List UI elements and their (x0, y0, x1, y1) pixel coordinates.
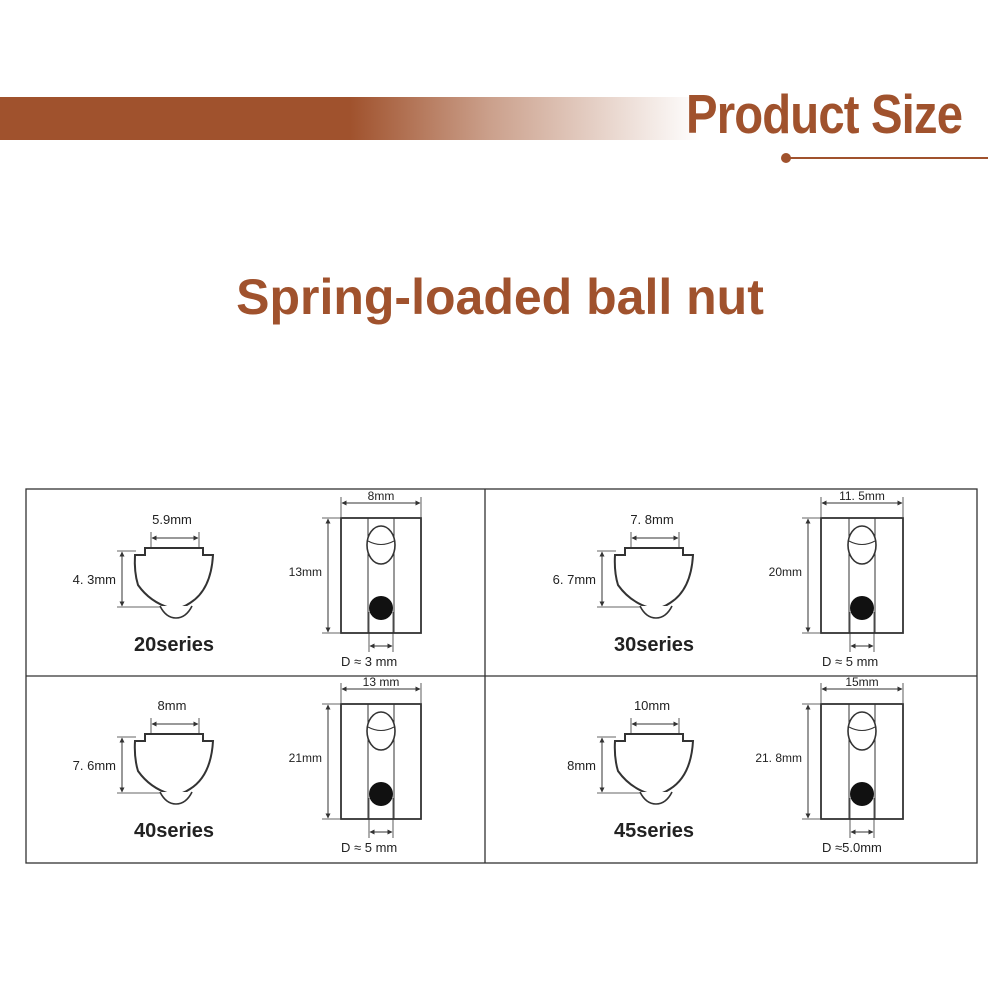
height-label: 8mm (567, 758, 596, 773)
ball-bearing (850, 596, 874, 620)
product-title: Spring-loaded ball nut (236, 269, 764, 325)
nut-top-view-drawing: 13 mm 21mm D ≈ 5 mm (289, 675, 422, 855)
header-underline-dot (781, 153, 791, 163)
header-title: Product Size (686, 83, 963, 145)
length-label: 21. 8mm (755, 751, 802, 765)
nut-profile-drawing: 5.9mm 4. 3mm (73, 512, 215, 619)
width-label: 11. 5mm (839, 489, 885, 503)
ball-diameter-label: D ≈ 5 mm (822, 654, 878, 669)
slot-width-label: 5.9mm (152, 512, 192, 527)
series-name: 30series (614, 634, 694, 656)
ball-diameter-label: D ≈ 5 mm (341, 840, 397, 855)
width-label: 15mm (845, 675, 878, 689)
width-label: 13 mm (363, 675, 400, 689)
series-cell: 8mm 7. 6mm 13 mm 21mm D ≈ 5 mm 40series (73, 675, 422, 855)
height-label: 6. 7mm (553, 572, 596, 587)
header-banner-bar (0, 97, 700, 140)
length-label: 13mm (289, 565, 322, 579)
slot-width-label: 8mm (158, 698, 187, 713)
ball-tip (159, 605, 193, 619)
width-label: 8mm (368, 489, 395, 503)
series-cell: 5.9mm 4. 3mm 8mm 13mm D ≈ 3 mm 20series (73, 489, 422, 669)
slot-width-label: 7. 8mm (630, 512, 673, 527)
nut-profile-drawing: 10mm 8mm (567, 698, 695, 805)
slot-width-label: 10mm (634, 698, 670, 713)
length-label: 20mm (769, 565, 802, 579)
series-name: 20series (134, 634, 214, 656)
ball-tip (639, 605, 673, 619)
nut-top-view-drawing: 15mm 21. 8mm D ≈5.0mm (755, 675, 904, 855)
ball-diameter-label: D ≈5.0mm (822, 840, 882, 855)
nut-profile-drawing: 7. 8mm 6. 7mm (553, 512, 695, 619)
nut-top-view-drawing: 8mm 13mm D ≈ 3 mm (289, 489, 422, 669)
series-name: 45series (614, 820, 694, 842)
ball-tip (159, 791, 193, 805)
series-name: 40series (134, 820, 214, 842)
nut-profile-drawing: 8mm 7. 6mm (73, 698, 215, 805)
spec-table-grid (25, 488, 978, 864)
nut-top-view-drawing: 11. 5mm 20mm D ≈ 5 mm (769, 489, 904, 669)
series-cell: 10mm 8mm 15mm 21. 8mm D ≈5.0mm 45series (567, 675, 904, 855)
ball-tip (639, 791, 673, 805)
ball-bearing (369, 596, 393, 620)
series-cell: 7. 8mm 6. 7mm 11. 5mm 20mm D ≈ 5 mm 30series (553, 489, 904, 669)
ball-diameter-label: D ≈ 3 mm (341, 654, 397, 669)
length-label: 21mm (289, 751, 322, 765)
height-label: 7. 6mm (73, 758, 116, 773)
ball-bearing (369, 782, 393, 806)
ball-bearing (850, 782, 874, 806)
height-label: 4. 3mm (73, 572, 116, 587)
header-underline (786, 157, 988, 159)
